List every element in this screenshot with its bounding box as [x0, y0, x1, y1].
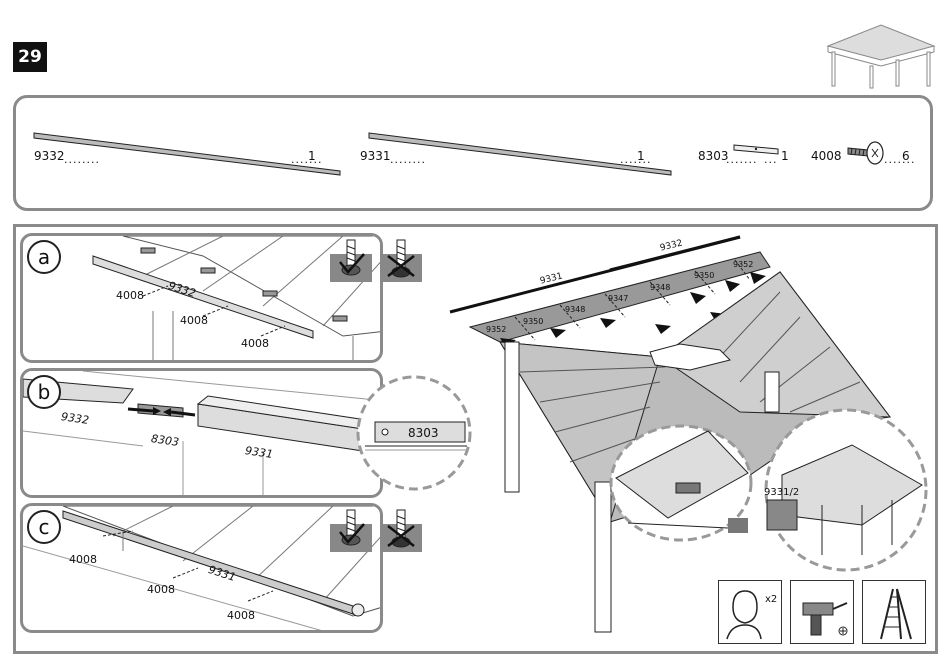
part-qty: 1: [637, 150, 645, 162]
screw-allowed-icon: [330, 510, 372, 552]
panel-label: 9348: [650, 284, 670, 292]
hub-zoom-label: 9331/2: [764, 488, 799, 498]
panel-label: 9352: [486, 326, 506, 334]
panel-label: 9348: [565, 306, 585, 314]
screw-not-allowed-icon: [380, 240, 422, 282]
panel-label: 9352: [733, 261, 753, 269]
zoom-connector-label: 8303: [408, 427, 439, 439]
panel-a-roof-drawing: [23, 236, 383, 363]
part-qty: 1: [308, 150, 316, 162]
rail-label: 9331: [244, 445, 273, 460]
panel-b-joint-drawing: [23, 371, 383, 498]
drill-icon: [795, 585, 851, 641]
zoom-circle-eave: [608, 423, 754, 543]
screw-label: 4008: [180, 315, 208, 326]
two-person-tool: x2: [718, 580, 782, 644]
part-qty: 6: [902, 150, 910, 162]
rail-label: 9332: [60, 411, 89, 426]
dots: .......: [620, 154, 651, 165]
gazebo-thumbnail-icon: [826, 22, 936, 90]
ladder-icon: [871, 585, 919, 641]
part-code: 4008: [811, 150, 842, 162]
screw-label: 4008: [227, 610, 255, 621]
panel-a: a 4008 9332 4008 4008: [20, 233, 383, 363]
screw-not-allowed-icon: [380, 510, 422, 552]
panel-label: 9350: [523, 318, 543, 326]
step-letter: a: [27, 240, 61, 274]
step-letter: b: [27, 375, 61, 409]
part-code: 9331: [360, 150, 391, 162]
panel-label: 9347: [608, 295, 628, 303]
dots: .......: [884, 154, 915, 165]
dots: ...: [764, 154, 778, 165]
parts-list: 9332 ........ ....... 1 9331 ........ ..…: [13, 95, 933, 211]
screw-label: 4008: [241, 338, 269, 349]
screw-4008-icon: [846, 140, 886, 166]
ladder-tool: [862, 580, 926, 644]
panel-c: c 4008 9331 4008 4008: [20, 503, 383, 633]
part-code: 8303: [698, 150, 729, 162]
screw-label: 4008: [69, 554, 97, 565]
step-number: 29: [13, 42, 47, 72]
screw-label: 4008: [116, 290, 144, 301]
panel-b: b 9332 8303 9331: [20, 368, 383, 498]
dots: ........: [390, 154, 426, 165]
panel-label: 9350: [694, 272, 714, 280]
dots: ........: [64, 154, 100, 165]
part-code: 9332: [34, 150, 65, 162]
step-letter: c: [27, 510, 61, 544]
connector-label: 8303: [150, 433, 179, 448]
panel-c-roof-drawing: [23, 506, 383, 633]
screw-label: 4008: [147, 584, 175, 595]
people-count: x2: [765, 595, 777, 605]
person-icon: [725, 587, 763, 639]
drill-tool: [790, 580, 854, 644]
part-qty: 1: [781, 150, 789, 162]
screw-allowed-icon: [330, 240, 372, 282]
dots: .......: [291, 154, 322, 165]
